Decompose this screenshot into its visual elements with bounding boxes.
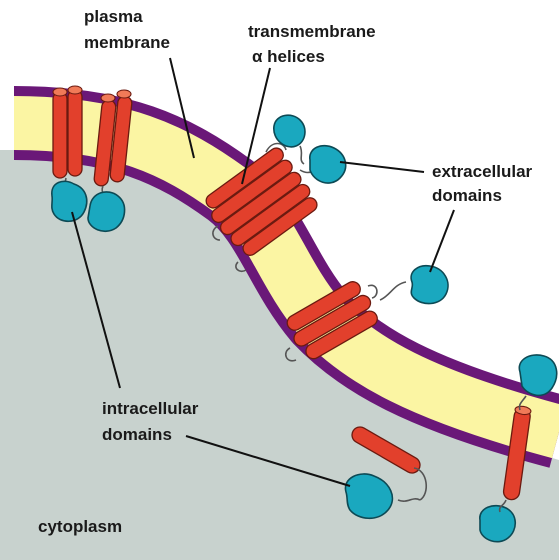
extracellular-domain-upper-left bbox=[274, 115, 305, 147]
protein-helix-pair-left bbox=[53, 86, 82, 186]
extracellular-domain-right bbox=[519, 355, 556, 395]
domain-tether-2 bbox=[380, 282, 406, 300]
lower-bundle-loop-top bbox=[368, 285, 377, 298]
leader-extracellular-lower bbox=[430, 210, 454, 272]
label-transmembrane-helices: transmembrane α helices bbox=[248, 22, 380, 66]
intracellular-domain-left bbox=[52, 181, 87, 221]
intracellular-domain-middle bbox=[88, 192, 125, 231]
intracellular-domain-right bbox=[480, 506, 515, 542]
label-cytoplasm: cytoplasm bbox=[38, 517, 122, 536]
extracellular-domain-upper-right bbox=[310, 146, 346, 183]
label-plasma-membrane: plasma membrane bbox=[84, 7, 170, 52]
domain-tether-1 bbox=[300, 146, 304, 164]
leader-extracellular-upper bbox=[340, 162, 424, 172]
label-extracellular-domains: extracellular domains bbox=[432, 162, 537, 205]
